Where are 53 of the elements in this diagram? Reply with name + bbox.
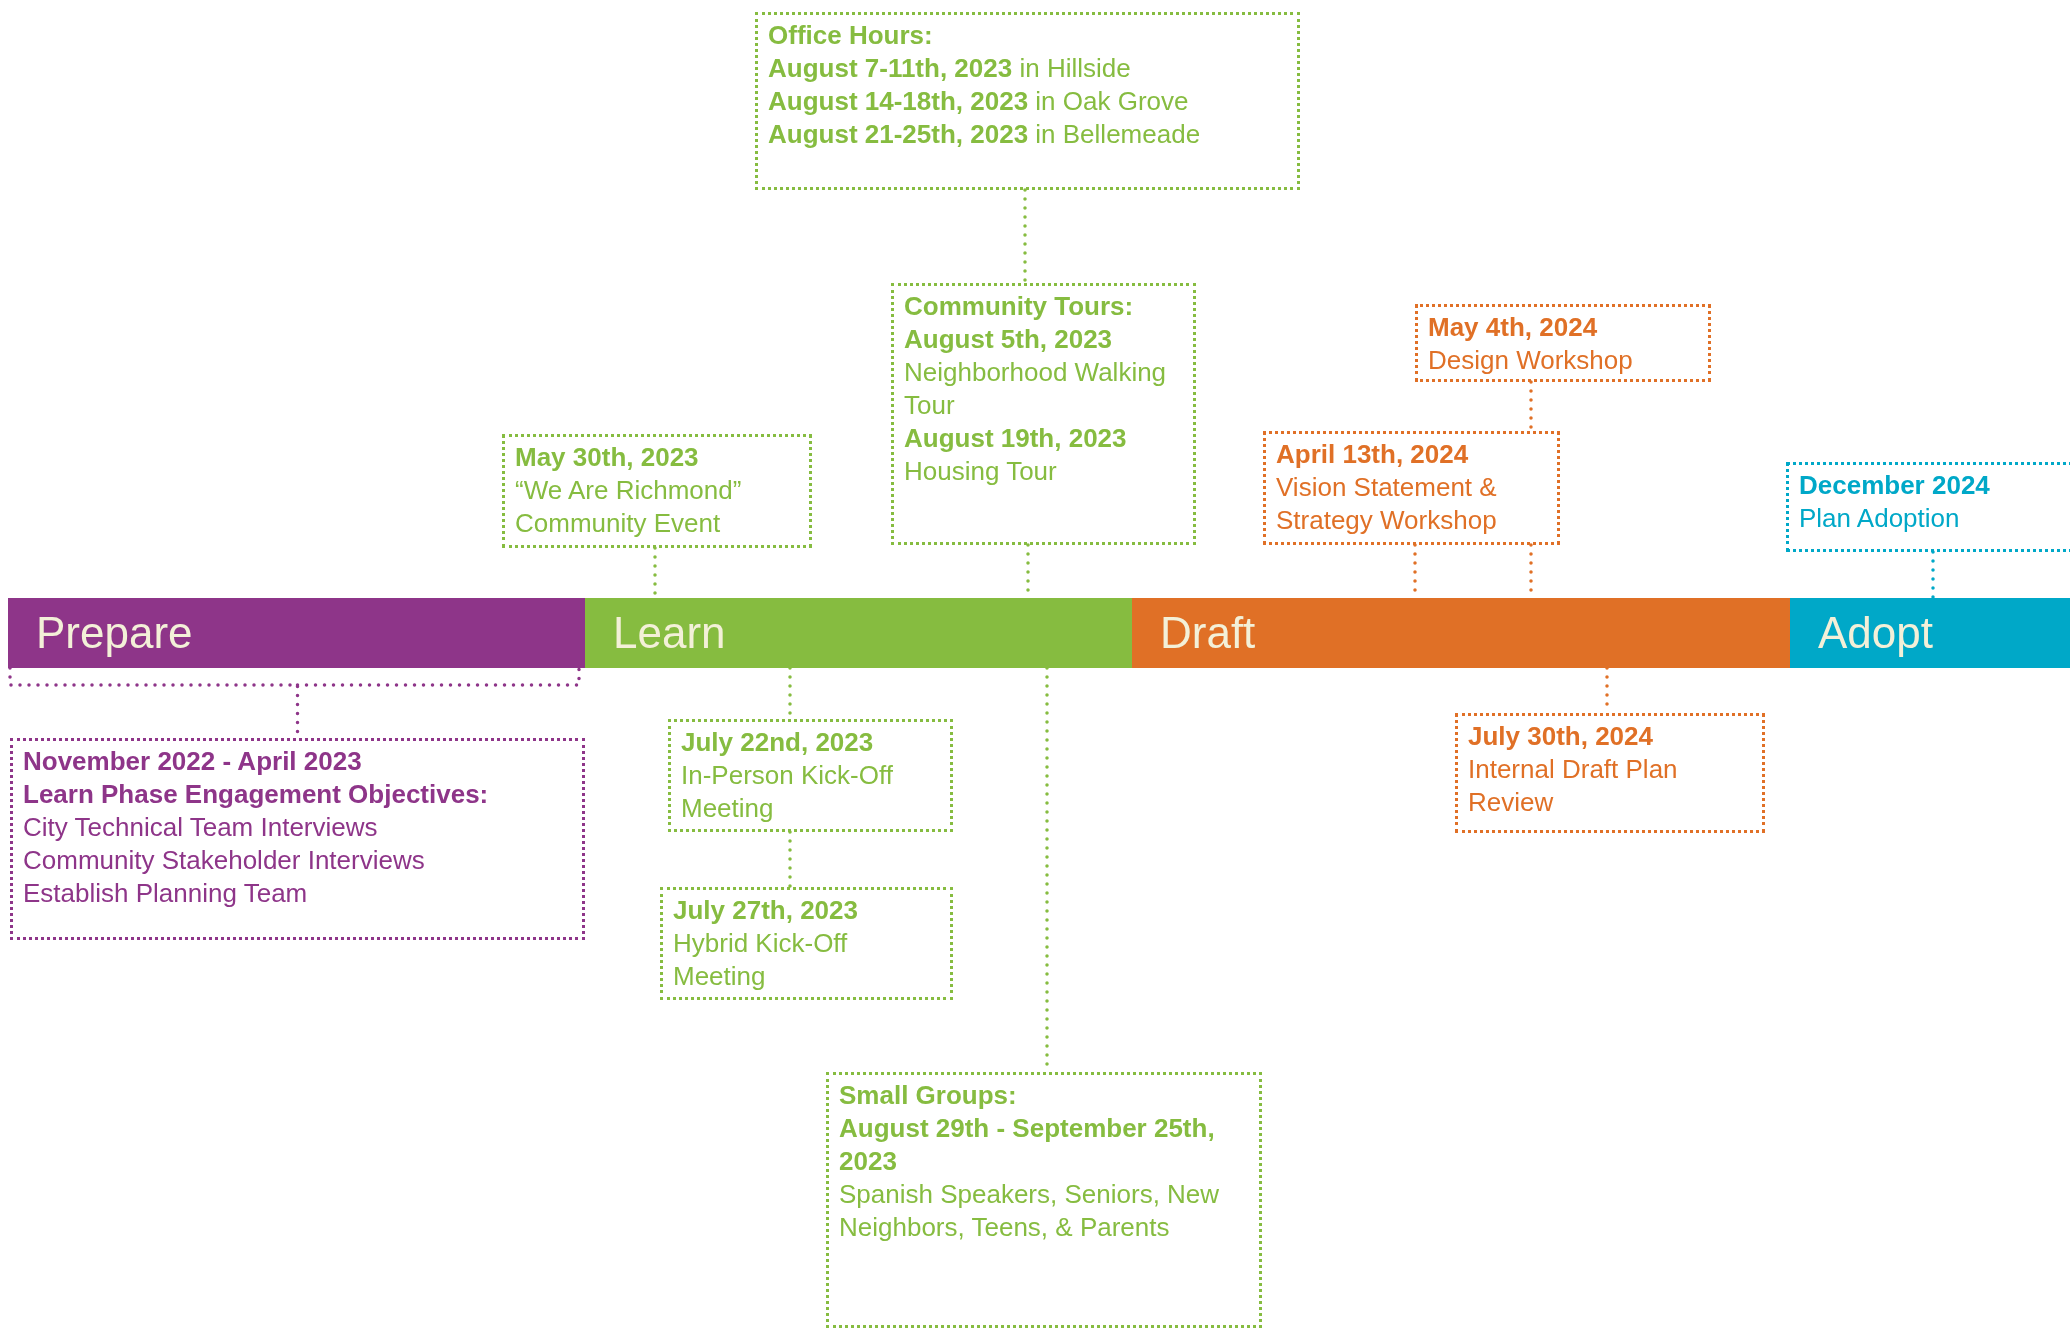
phase-bar [8, 598, 585, 668]
event-heading: Office Hours: [768, 19, 934, 52]
event-heading: August 19th, 2023 [904, 422, 1128, 455]
event-heading: Small Groups: [839, 1079, 1018, 1112]
event-heading: July 30th, 2024 [1468, 720, 1654, 753]
event-text: City Technical Team Interviews [23, 811, 379, 844]
event-box [668, 719, 953, 832]
event-text: Design Workshop [1428, 344, 1634, 377]
event-text: Establish Planning Team [23, 877, 309, 910]
event-heading: August 29th - September 25th, 2023 [839, 1112, 1216, 1178]
event-text: Vision Statement & Strategy Workshop [1276, 471, 1498, 537]
event-heading: August 5th, 2023 [904, 323, 1114, 356]
phase-bar [585, 598, 1132, 668]
event-box [660, 887, 953, 1000]
phase-label: Prepare [36, 607, 193, 659]
event-text: In-Person Kick-Off Meeting [681, 759, 894, 825]
event-box [1415, 304, 1711, 382]
event-text: “We Are Richmond” Community Event [515, 474, 743, 540]
event-box [1786, 462, 2070, 552]
event-box [10, 738, 585, 940]
event-text: August 21-25th, 2023 in Bellemeade [768, 118, 1202, 151]
event-box [826, 1072, 1262, 1328]
event-text: Neighborhood Walking Tour [904, 356, 1168, 422]
event-box [1455, 713, 1765, 833]
event-text: August 7-11th, 2023 in Hillside [768, 52, 1132, 85]
event-heading: Learn Phase Engagement Objectives: [23, 778, 490, 811]
event-box [755, 12, 1300, 190]
leader-line [1931, 550, 1935, 600]
phase-label: Draft [1160, 607, 1256, 659]
event-heading: November 2022 - April 2023 [23, 745, 363, 778]
phase-label: Adopt [1818, 607, 1933, 659]
event-text: August 14-18th, 2023 in Oak Grove [768, 85, 1190, 118]
event-text: Internal Draft Plan Review [1468, 753, 1679, 819]
event-heading: December 2024 [1799, 469, 1991, 502]
phase-bar [1790, 598, 2070, 668]
leader-line [1023, 188, 1027, 285]
event-heading: Community Tours: [904, 290, 1135, 323]
event-text: Plan Adoption [1799, 502, 1961, 535]
event-heading: July 22nd, 2023 [681, 726, 875, 759]
event-text: Community Stakeholder Interviews [23, 844, 426, 877]
event-text: Spanish Speakers, Seniors, New Neighbors, Teens, & Parents [839, 1178, 1221, 1244]
event-box [1263, 431, 1560, 545]
event-heading: April 13th, 2024 [1276, 438, 1470, 471]
event-heading: May 30th, 2023 [515, 441, 700, 474]
event-text: Housing Tour [904, 455, 1058, 488]
phase-bar [1132, 598, 1790, 668]
event-box [502, 434, 812, 548]
leader-line [788, 830, 792, 889]
event-text: Hybrid Kick-Off Meeting [673, 927, 849, 993]
event-heading: July 27th, 2023 [673, 894, 859, 927]
phase-label: Learn [613, 607, 726, 659]
event-box [891, 283, 1196, 545]
event-heading: May 4th, 2024 [1428, 311, 1599, 344]
